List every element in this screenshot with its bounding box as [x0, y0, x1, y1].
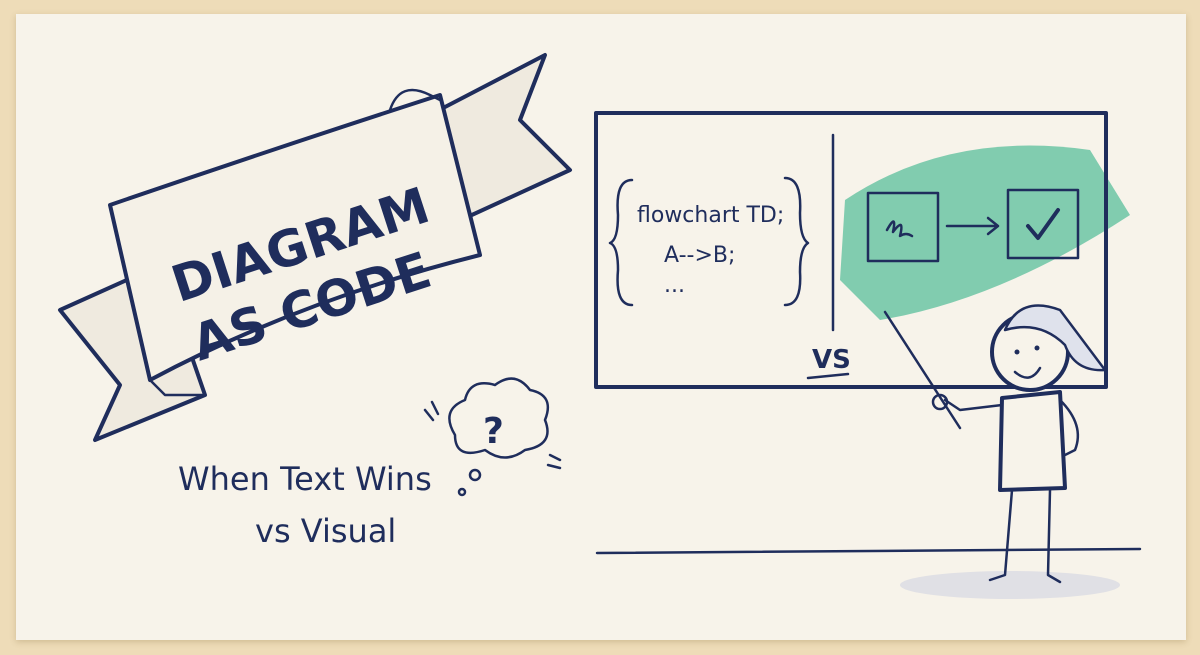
pointer-stick [883, 310, 962, 430]
code-line-3: ... [664, 273, 685, 298]
subtitle-line1: When Text Wins [178, 460, 432, 498]
thought-bubble: ? [423, 377, 562, 497]
vs-label: VS [812, 345, 851, 375]
floor-line [595, 547, 1142, 555]
ribbon-banner: DIAGRAM AS CODE [58, 53, 572, 442]
close-brace [783, 176, 810, 307]
whiteboard: flowchart TD; A-->B; ... VS [594, 111, 1130, 389]
node-b [1006, 188, 1080, 260]
scribble-icon [885, 220, 914, 238]
code-line-2: A-->B; [664, 243, 735, 268]
stick-figure-presenter [883, 304, 1107, 584]
open-brace [608, 178, 634, 307]
node-a [866, 191, 940, 263]
green-highlight [840, 145, 1130, 320]
code-line-1: flowchart TD; [637, 203, 784, 228]
checkmark-icon [1026, 208, 1060, 240]
question-mark-icon: ? [483, 411, 504, 452]
subtitle-line2: vs Visual [255, 512, 396, 550]
arrow-icon [945, 216, 1000, 236]
